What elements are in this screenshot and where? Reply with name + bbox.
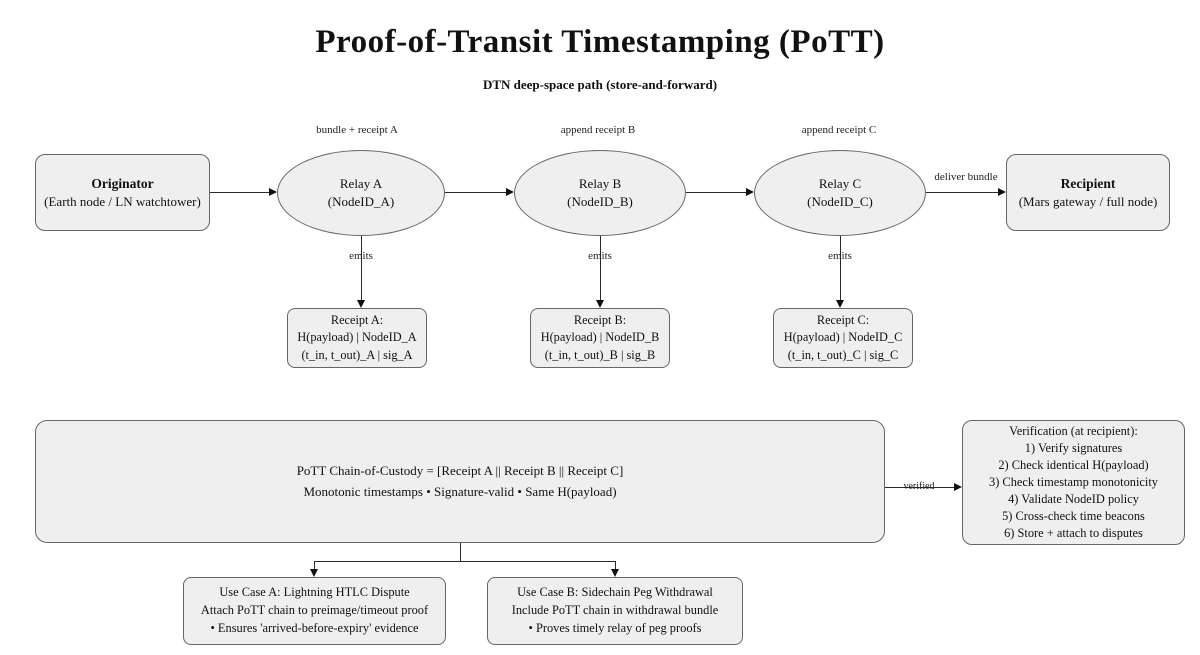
receipt-b-box: Receipt B: H(payload) | NodeID_B (t_in, …	[530, 308, 670, 368]
arrowhead-down-icon	[836, 300, 844, 308]
edge-relay-b-relay-c	[686, 192, 746, 193]
receipt-a-box: Receipt A: H(payload) | NodeID_A (t_in, …	[287, 308, 427, 368]
edge-label-emits-c: emits	[828, 250, 852, 262]
connector-chain-stem	[460, 543, 461, 561]
edge-relay-a-relay-b	[445, 192, 506, 193]
edge-relay-a-emits	[361, 236, 362, 300]
node-relay-a: Relay A (NodeID_A)	[277, 150, 445, 236]
page-title: Proof-of-Transit Timestamping (PoTT)	[315, 24, 885, 60]
node-relay-c: Relay C (NodeID_C)	[754, 150, 926, 236]
edge-relay-c-recipient	[926, 192, 998, 193]
verification-step-5: 5) Cross-check time beacons	[1002, 509, 1145, 523]
verification-step-2: 2) Check identical H(payload)	[998, 458, 1149, 472]
arrowhead-down-icon	[611, 569, 619, 577]
arrowhead-right-icon	[746, 188, 754, 196]
use-case-a-line3: • Ensures 'arrived-before-expiry' eviden…	[210, 620, 419, 635]
edge-relay-b-emits	[600, 236, 601, 300]
arrowhead-down-icon	[596, 300, 604, 308]
edge-label-append-receipt-c: append receipt C	[801, 124, 877, 136]
arrowhead-right-icon	[269, 188, 277, 196]
receipt-a-line1: Receipt A:	[330, 313, 384, 328]
edge-originator-relay-a	[210, 192, 269, 193]
connector-usecase-a	[314, 561, 315, 570]
arrowhead-right-icon	[954, 483, 962, 491]
edge-label-verified: verified	[903, 481, 935, 492]
relay-a-id: (NodeID_A)	[327, 194, 395, 209]
edge-chain-verification	[885, 487, 954, 488]
relay-b-id: (NodeID_B)	[567, 194, 633, 209]
edge-label-emits-a: emits	[349, 250, 373, 262]
receipt-a-line2: H(payload) | NodeID_A	[297, 330, 417, 345]
verification-step-1: 1) Verify signatures	[1024, 441, 1123, 455]
receipt-b-line2: H(payload) | NodeID_B	[540, 330, 660, 345]
arrowhead-down-icon	[357, 300, 365, 308]
relay-c-name: Relay C	[818, 175, 862, 191]
originator-title: Originator	[91, 175, 154, 191]
page-subtitle: DTN deep-space path (store-and-forward)	[482, 77, 718, 92]
node-recipient: Recipient (Mars gateway / full node)	[1006, 154, 1170, 231]
edge-label-deliver-bundle: deliver bundle	[934, 171, 998, 183]
edge-label-bundle-receipt-a: bundle + receipt A	[316, 124, 398, 136]
edge-relay-c-emits	[840, 236, 841, 300]
receipt-c-line2: H(payload) | NodeID_C	[783, 330, 903, 345]
edge-label-emits-b: emits	[588, 250, 612, 262]
chain-line2: Monotonic timestamps • Signature-valid •…	[303, 483, 617, 499]
use-case-b-title: Use Case B: Sidechain Peg Withdrawal	[517, 585, 713, 600]
recipient-subtitle: (Mars gateway / full node)	[1018, 193, 1158, 209]
chain-of-custody-box: PoTT Chain-of-Custody = [Receipt A || Re…	[35, 420, 885, 543]
connector-usecase-b	[615, 561, 616, 570]
use-case-a-box: Use Case A: Lightning HTLC Dispute Attac…	[183, 577, 446, 645]
verification-step-6: 6) Store + attach to disputes	[1004, 526, 1143, 540]
recipient-title: Recipient	[1060, 175, 1116, 191]
relay-c-id: (NodeID_C)	[807, 194, 873, 209]
use-case-a-title: Use Case A: Lightning HTLC Dispute	[219, 585, 410, 600]
verification-step-4: 4) Validate NodeID policy	[1008, 492, 1139, 506]
use-case-b-line2: Include PoTT chain in withdrawal bundle	[511, 603, 719, 617]
receipt-c-line1: Receipt C:	[816, 313, 870, 328]
relay-b-name: Relay B	[578, 175, 622, 191]
node-originator: Originator (Earth node / LN watchtower)	[35, 154, 210, 231]
receipt-a-line3: (t_in, t_out)_A | sig_A	[301, 347, 413, 362]
receipt-b-line1: Receipt B:	[573, 313, 627, 328]
receipt-c-line3: (t_in, t_out)_C | sig_C	[787, 347, 899, 362]
verification-box: Verification (at recipient): 1) Verify s…	[962, 420, 1185, 545]
arrowhead-down-icon	[310, 569, 318, 577]
receipt-b-line3: (t_in, t_out)_B | sig_B	[544, 347, 656, 362]
use-case-b-box: Use Case B: Sidechain Peg Withdrawal Inc…	[487, 577, 743, 645]
arrowhead-right-icon	[506, 188, 514, 196]
use-case-b-line3: • Proves timely relay of peg proofs	[528, 620, 702, 635]
receipt-c-box: Receipt C: H(payload) | NodeID_C (t_in, …	[773, 308, 913, 368]
originator-subtitle: (Earth node / LN watchtower)	[44, 193, 201, 209]
use-case-a-line2: Attach PoTT chain to preimage/timeout pr…	[200, 603, 429, 617]
node-relay-b: Relay B (NodeID_B)	[514, 150, 686, 236]
chain-line1: PoTT Chain-of-Custody = [Receipt A || Re…	[296, 463, 624, 479]
verification-step-3: 3) Check timestamp monotonicity	[989, 475, 1158, 489]
edge-label-append-receipt-b: append receipt B	[560, 124, 636, 136]
verification-title: Verification (at recipient):	[1009, 424, 1138, 438]
connector-chain-branch	[314, 561, 615, 562]
relay-a-name: Relay A	[339, 175, 383, 191]
arrowhead-right-icon	[998, 188, 1006, 196]
